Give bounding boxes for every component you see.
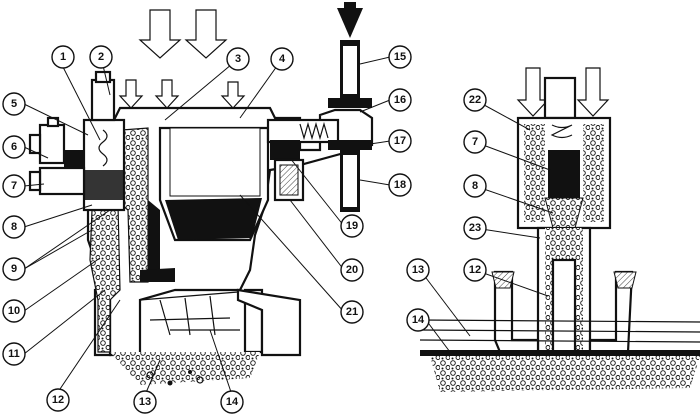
svg-text:8: 8: [11, 221, 17, 233]
leader-lines: [23, 56, 554, 396]
svg-text:15: 15: [394, 51, 406, 63]
svg-text:14: 14: [412, 314, 425, 326]
callout-3: 3: [226, 47, 250, 71]
svg-text:13: 13: [412, 264, 424, 276]
piston-assembly: [266, 118, 340, 202]
debris-pile-left: [110, 352, 260, 386]
valve-block-left: [28, 70, 126, 212]
svg-text:7: 7: [472, 136, 478, 148]
callout-18: 18: [388, 173, 412, 197]
actuator-stem: [328, 2, 372, 212]
callout-9: 9: [2, 257, 26, 281]
flow-arrows-top-left: [118, 9, 246, 109]
callout-r22: 22: [463, 88, 487, 112]
reservoir: [140, 126, 270, 282]
callout-11: 11: [2, 342, 26, 366]
callout-5: 5: [2, 92, 26, 116]
svg-text:3: 3: [235, 53, 241, 65]
svg-text:9: 9: [11, 263, 17, 275]
callout-13: 13: [133, 390, 157, 414]
svg-text:13: 13: [139, 396, 151, 408]
callout-16: 16: [388, 88, 412, 112]
svg-text:7: 7: [11, 180, 17, 192]
svg-text:14: 14: [226, 396, 239, 408]
svg-text:17: 17: [394, 135, 406, 147]
callout-21: 21: [340, 300, 364, 324]
svg-text:2: 2: [98, 51, 104, 63]
callout-10: 10: [2, 299, 26, 323]
svg-text:6: 6: [11, 141, 17, 153]
svg-text:4: 4: [279, 53, 286, 65]
callout-4: 4: [270, 47, 294, 71]
svg-text:5: 5: [11, 98, 17, 110]
svg-text:23: 23: [469, 222, 481, 234]
svg-text:22: 22: [469, 94, 481, 106]
svg-text:21: 21: [346, 306, 358, 318]
callout-r14: 14: [406, 308, 430, 332]
callout-r23: 23: [463, 216, 487, 240]
svg-text:18: 18: [394, 179, 406, 191]
callout-2: 2: [89, 45, 113, 69]
callout-19: 19: [340, 214, 364, 238]
callout-6: 6: [2, 135, 26, 159]
callout-20: 20: [340, 258, 364, 282]
svg-text:12: 12: [52, 394, 64, 406]
callout-r8: 8: [463, 174, 487, 198]
callout-r12: 12: [463, 258, 487, 282]
svg-text:1: 1: [60, 51, 66, 63]
callout-8: 8: [2, 215, 26, 239]
svg-text:16: 16: [394, 94, 406, 106]
svg-text:12: 12: [469, 264, 481, 276]
svg-text:19: 19: [346, 220, 358, 232]
callout-r7: 7: [463, 130, 487, 154]
svg-text:20: 20: [346, 264, 358, 276]
callout-15: 15: [388, 45, 412, 69]
callout-r13: 13: [406, 258, 430, 282]
filling-channel-left: [89, 127, 149, 353]
callout-7: 7: [2, 174, 26, 198]
svg-text:10: 10: [8, 305, 20, 317]
callout-1: 1: [51, 45, 75, 69]
svg-text:8: 8: [472, 180, 478, 192]
svg-text:11: 11: [8, 348, 20, 360]
callout-17: 17: [388, 129, 412, 153]
callout-14: 14: [220, 390, 244, 414]
right-section-view: [419, 67, 700, 392]
callout-12: 12: [46, 388, 70, 412]
